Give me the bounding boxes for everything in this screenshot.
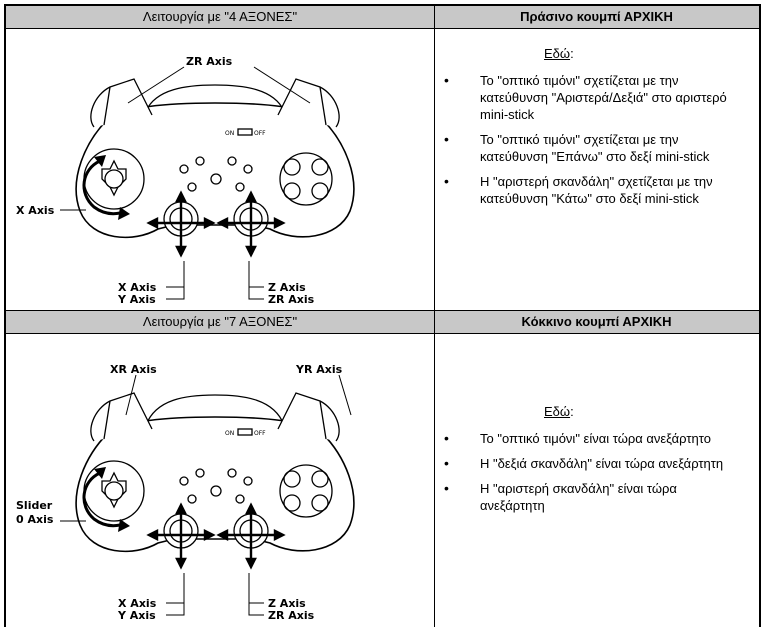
- zr-axis-right-stick-label: ZR Axis: [268, 609, 315, 622]
- gamepad-4-axes-diagram: ON OFF ZR Axis X Axis X Axis Y Axis: [16, 55, 355, 306]
- gamepad-7-axes-diagram: ON OFF XR Axis YR Axis Slider 0 Axis X A…: [16, 363, 355, 622]
- section2-header: Λειτουργία με "7 ΑΞΟΝΕΣ" Κόκκινο κουμπί …: [6, 310, 759, 334]
- section1-header: Λειτουργία με "4 ΑΞΟΝΕΣ" Πράσινο κουμπί …: [6, 5, 759, 29]
- note-item: Η "αριστερή σκανδάλη" σχετίζεται με την …: [444, 173, 744, 207]
- yr-axis-label: YR Axis: [295, 363, 343, 376]
- zero-axis-label: 0 Axis: [16, 513, 54, 526]
- here-heading: Εδώ: [544, 46, 571, 61]
- note-item: Το "οπτικό τιμόνι" σχετίζεται με την κατ…: [444, 72, 744, 123]
- power-switch-on-text: ON: [225, 130, 234, 137]
- power-switch-off-text: OFF: [254, 430, 266, 437]
- slider-label: Slider: [16, 499, 53, 512]
- mode-7-axes-label: Λειτουργία με "7 ΑΞΟΝΕΣ": [142, 314, 298, 329]
- x-axis-left-stick-label: X Axis: [118, 597, 157, 610]
- section2-notes: Εδώ: Το "οπτικό τιμόνι" είναι τώρα ανεξά…: [444, 403, 744, 522]
- note-item: Το "οπτικό τιμόνι" σχετίζεται με την κατ…: [444, 131, 744, 165]
- note-item: Το "οπτικό τιμόνι" είναι τώρα ανεξάρτητο: [444, 430, 744, 447]
- xr-axis-label: XR Axis: [110, 363, 157, 376]
- here-heading: Εδώ: [544, 404, 571, 419]
- zr-axis-top-label: ZR Axis: [186, 55, 233, 68]
- power-switch-off-text: OFF: [254, 130, 266, 137]
- x-axis-left-stick-label: X Axis: [118, 281, 157, 294]
- note-item: Η "δεξιά σκανδάλη" είναι τώρα ανεξάρτητη: [444, 455, 744, 472]
- z-axis-right-stick-label: Z Axis: [268, 597, 306, 610]
- x-axis-dpad-label: X Axis: [16, 204, 55, 217]
- y-axis-left-stick-label: Y Axis: [117, 293, 156, 306]
- section1-notes: Εδώ: Το "οπτικό τιμόνι" σχετίζεται με τη…: [444, 45, 744, 215]
- zr-axis-right-stick-label: ZR Axis: [268, 293, 315, 306]
- document-table: Λειτουργία με "4 ΑΞΟΝΕΣ" Πράσινο κουμπί …: [4, 4, 761, 627]
- z-axis-right-stick-label: Z Axis: [268, 281, 306, 294]
- green-home-button-label: Πράσινο κουμπί ΑΡΧΙΚΗ: [520, 9, 673, 24]
- note-item: Η "αριστερή σκανδάλη" είναι τώρα ανεξάρτ…: [444, 480, 744, 514]
- power-switch-on-text: ON: [225, 430, 234, 437]
- red-home-button-label: Κόκκινο κουμπί ΑΡΧΙΚΗ: [521, 314, 672, 329]
- mode-4-axes-label: Λειτουργία με "4 ΑΞΟΝΕΣ": [142, 9, 298, 24]
- y-axis-left-stick-label: Y Axis: [117, 609, 156, 622]
